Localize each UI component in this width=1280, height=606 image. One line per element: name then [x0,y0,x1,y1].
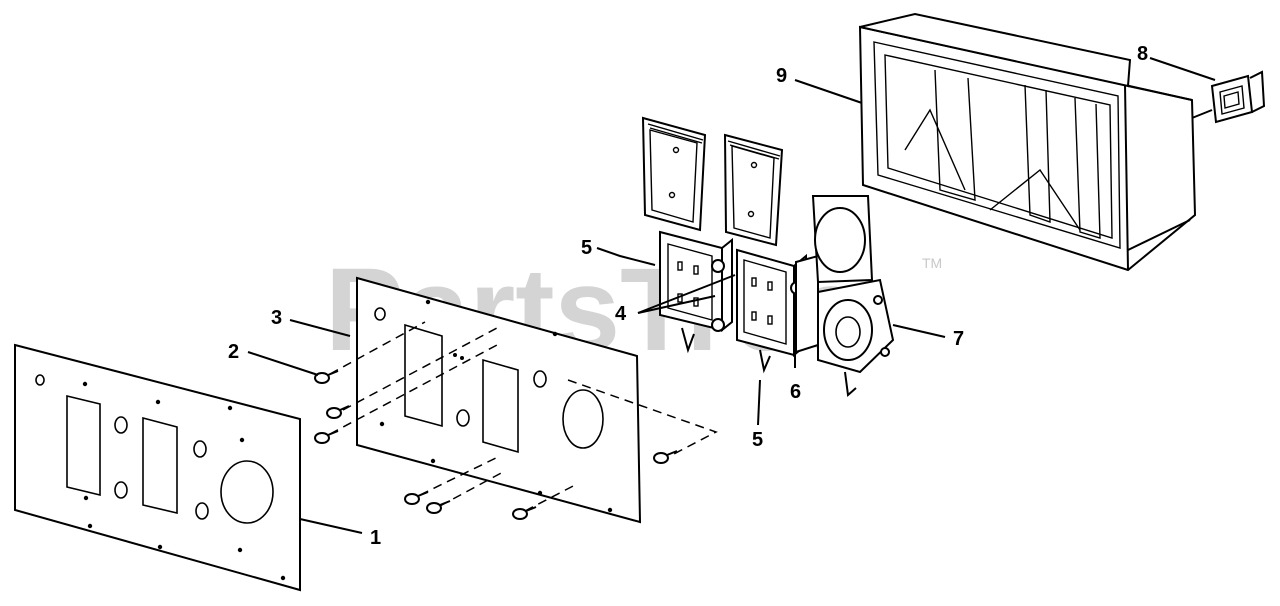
watermark-trademark: TM [922,255,942,271]
callout-7: 7 [953,328,964,350]
housing-box [858,12,1197,272]
rear-mounting-plate [356,276,642,524]
front-face-plate [14,343,301,592]
screw [653,450,678,464]
screw [404,491,429,505]
callout-labels: 1 2 3 4 5 5 6 7 8 9 [228,43,1148,549]
screw [314,370,339,384]
callout-9: 9 [776,65,787,87]
screw [426,500,451,514]
callout-3: 3 [271,307,282,329]
callout-1: 1 [370,527,381,549]
screw [326,405,350,419]
callout-4: 4 [615,303,627,325]
mounting-screws [314,321,718,520]
callout-5-lower: 5 [752,429,763,451]
callout-2: 2 [228,341,239,363]
leader-lines [247,57,1216,534]
screw [512,506,537,520]
twist-lock-receptacle [811,195,895,397]
callout-6: 6 [790,381,801,403]
screw [314,430,339,444]
callout-8: 8 [1137,43,1148,65]
rocker-switch [1210,70,1266,124]
callout-5-upper: 5 [581,237,592,259]
